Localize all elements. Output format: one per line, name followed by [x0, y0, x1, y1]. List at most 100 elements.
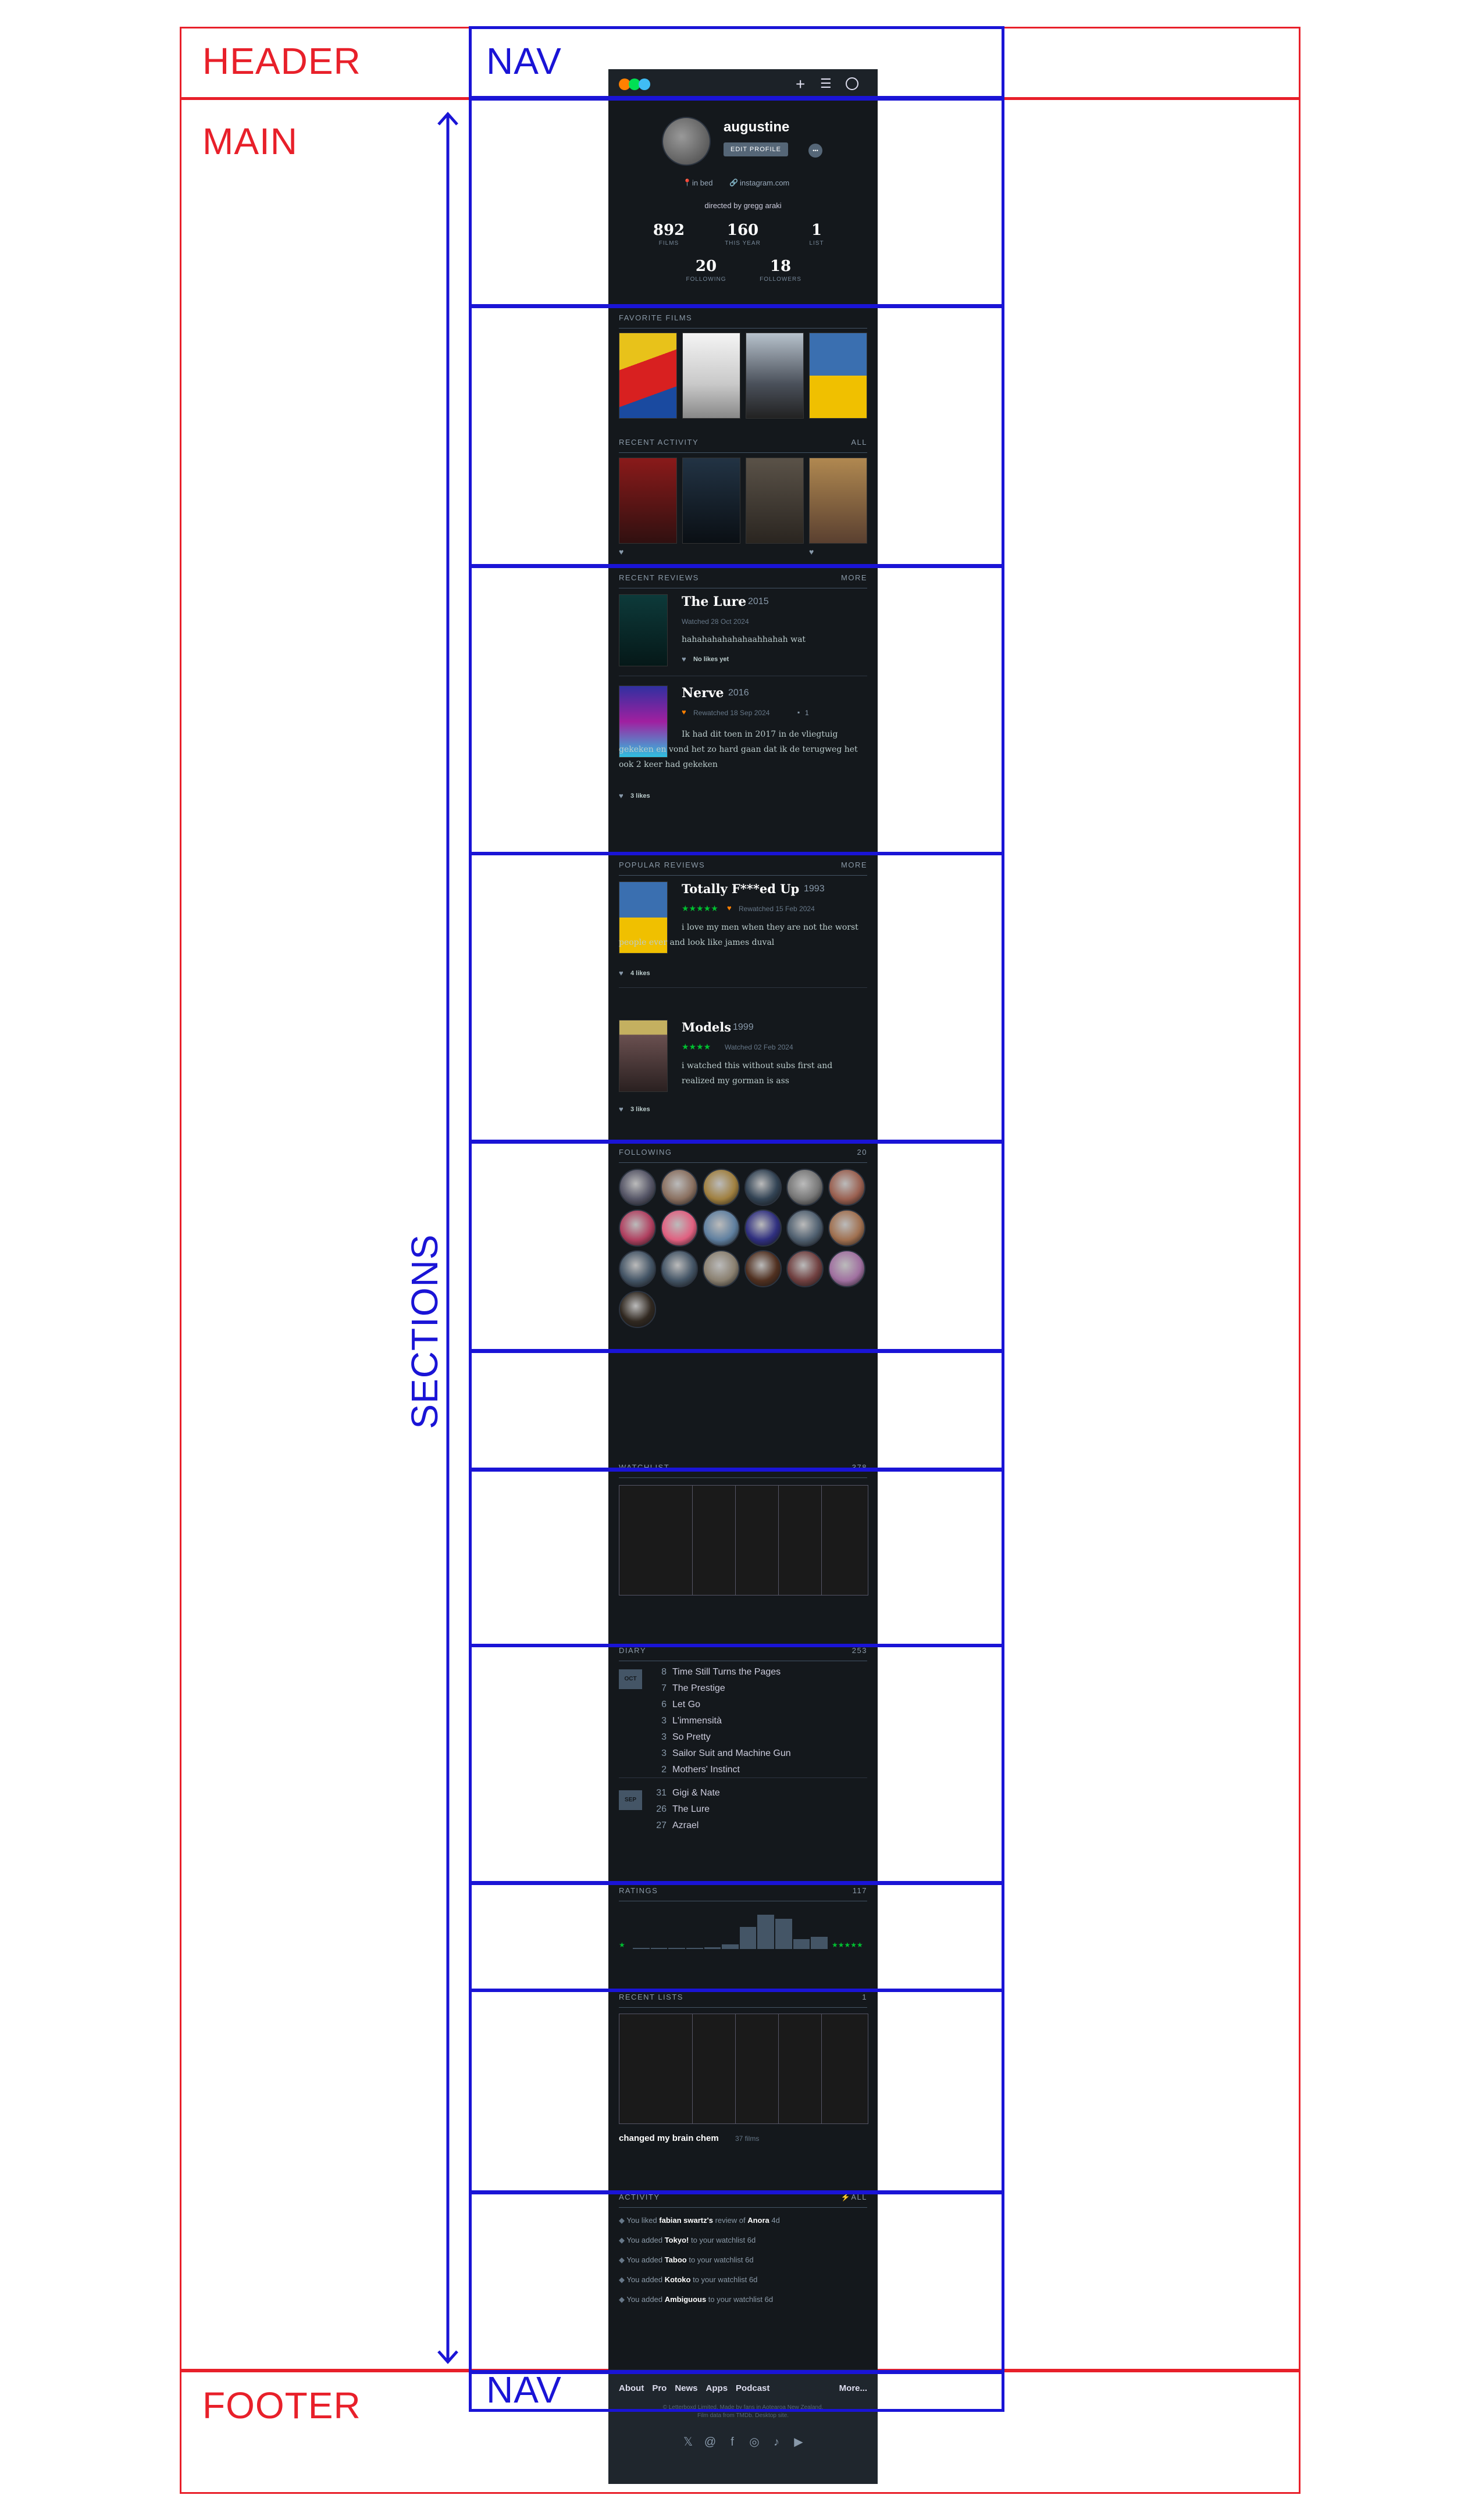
- instagram-icon[interactable]: ◎: [749, 2436, 760, 2448]
- rating-bar[interactable]: [739, 1926, 757, 1949]
- footer-link[interactable]: Podcast: [736, 2383, 770, 2393]
- review-title[interactable]: Models: [682, 1020, 732, 1034]
- activity-item[interactable]: ◆ You added Kotoko to your watchlist 6d: [619, 2275, 757, 2285]
- review-title[interactable]: Totally F***ed Up: [682, 881, 800, 896]
- activity-poster[interactable]: [682, 458, 740, 544]
- tiktok-icon[interactable]: ♪: [774, 2436, 779, 2448]
- activity-text[interactable]: Anora: [747, 2216, 769, 2225]
- rating-bar[interactable]: [775, 1918, 792, 1949]
- ratings-count[interactable]: 117: [852, 1886, 867, 1895]
- rating-bar[interactable]: [757, 1914, 775, 1949]
- favorite-poster[interactable]: [746, 333, 804, 419]
- following-avatar[interactable]: [703, 1209, 740, 1247]
- stat-year-num[interactable]: 160: [726, 222, 759, 239]
- recent-reviews-more-link[interactable]: MORE: [841, 573, 867, 582]
- stat-following-num[interactable]: 20: [695, 258, 717, 275]
- following-avatar[interactable]: [786, 1209, 824, 1247]
- logo-icon[interactable]: [619, 78, 651, 90]
- following-avatar[interactable]: [661, 1169, 698, 1206]
- more-options-button[interactable]: •••: [808, 144, 822, 158]
- rating-bar[interactable]: [722, 1944, 739, 1949]
- following-avatar[interactable]: [703, 1250, 740, 1287]
- activity-item[interactable]: ◆ You added Ambiguous to your watchlist …: [619, 2295, 773, 2304]
- stat-lists-num[interactable]: 1: [811, 222, 822, 239]
- footer-link[interactable]: Apps: [706, 2383, 728, 2393]
- favorite-poster[interactable]: [619, 333, 677, 419]
- favorite-poster[interactable]: [809, 333, 867, 419]
- activity-text[interactable]: fabian swartz's: [659, 2216, 713, 2225]
- following-avatar[interactable]: [619, 1209, 656, 1247]
- diary-count[interactable]: 253: [851, 1646, 867, 1655]
- footer-link[interactable]: News: [675, 2383, 698, 2393]
- following-avatar[interactable]: [661, 1209, 698, 1247]
- following-avatar[interactable]: [703, 1169, 740, 1206]
- activity-all-link[interactable]: ⚡ALL: [841, 2193, 867, 2202]
- following-avatar[interactable]: [619, 1291, 656, 1328]
- search-icon[interactable]: [846, 77, 858, 90]
- recent-activity-all-link[interactable]: ALL: [851, 438, 867, 447]
- following-avatar[interactable]: [744, 1209, 782, 1247]
- review-poster[interactable]: [619, 594, 668, 666]
- popular-reviews-more-link[interactable]: MORE: [841, 861, 867, 869]
- review-title[interactable]: Nerve: [682, 686, 724, 701]
- following-count[interactable]: 20: [857, 1148, 867, 1157]
- stat-films-num[interactable]: 892: [653, 222, 685, 239]
- facebook-icon[interactable]: f: [731, 2436, 734, 2448]
- recent-lists-count[interactable]: 1: [862, 1993, 867, 2001]
- edit-profile-button[interactable]: EDIT PROFILE: [724, 142, 788, 156]
- following-avatar[interactable]: [828, 1250, 865, 1287]
- rating-bar[interactable]: [650, 1947, 668, 1949]
- rating-bar[interactable]: [686, 1947, 703, 1949]
- review-poster[interactable]: [619, 686, 668, 758]
- youtube-icon[interactable]: ▶: [794, 2436, 803, 2448]
- rating-bar[interactable]: [633, 1947, 650, 1949]
- following-avatar[interactable]: [744, 1250, 782, 1287]
- activity-poster[interactable]: [619, 458, 677, 544]
- plus-icon[interactable]: +: [796, 75, 806, 93]
- following-avatar[interactable]: [786, 1250, 824, 1287]
- activity-item[interactable]: ◆ You added Taboo to your watchlist 6d: [619, 2255, 754, 2265]
- activity-item[interactable]: ◆ You liked fabian swartz's review of An…: [619, 2216, 780, 2225]
- following-avatar[interactable]: [828, 1169, 865, 1206]
- following-avatar[interactable]: [786, 1169, 824, 1206]
- following-avatar[interactable]: [828, 1209, 865, 1247]
- threads-icon[interactable]: @: [704, 2436, 717, 2448]
- list-preview-stack[interactable]: [619, 2014, 868, 2124]
- x-icon[interactable]: 𝕏: [683, 2436, 693, 2448]
- rating-bar[interactable]: [811, 1937, 828, 1949]
- footer-link[interactable]: Pro: [652, 2383, 667, 2393]
- activity-text[interactable]: Taboo: [664, 2255, 687, 2264]
- rating-bar[interactable]: [668, 1948, 685, 1949]
- activity-poster[interactable]: [809, 458, 867, 544]
- list-name[interactable]: changed my brain chem: [619, 2133, 719, 2143]
- activity-text[interactable]: Tokyo!: [664, 2236, 689, 2244]
- watchlist-stack[interactable]: [619, 1485, 868, 1595]
- activity-text[interactable]: Ambiguous: [664, 2295, 707, 2304]
- following-avatar[interactable]: [619, 1169, 656, 1206]
- stat-followers-num[interactable]: 18: [769, 258, 792, 275]
- list-icon[interactable]: ☰: [820, 76, 832, 91]
- favorite-poster[interactable]: [682, 333, 740, 419]
- activity-item[interactable]: ◆ You added Tokyo! to your watchlist 6d: [619, 2236, 756, 2245]
- website-link[interactable]: instagram.com: [740, 179, 790, 187]
- footer-link[interactable]: About: [619, 2383, 644, 2393]
- avatar[interactable]: [662, 117, 711, 166]
- activity-text[interactable]: Kotoko: [664, 2275, 691, 2284]
- following-avatar[interactable]: [744, 1169, 782, 1206]
- activity-poster[interactable]: [746, 458, 804, 544]
- footer-more-link[interactable]: More...: [839, 2383, 867, 2393]
- following-avatar[interactable]: [619, 1250, 656, 1287]
- rating-bar[interactable]: [793, 1939, 810, 1949]
- review-poster[interactable]: [619, 1020, 668, 1092]
- rating-bar[interactable]: [704, 1947, 721, 1949]
